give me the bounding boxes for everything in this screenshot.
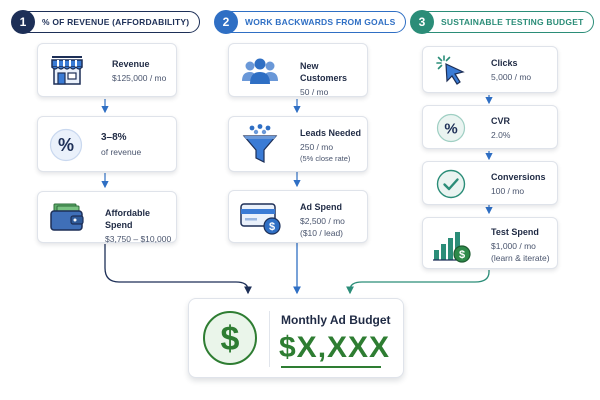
card-title: Test Spend [491, 227, 539, 237]
percent-icon: % [436, 113, 466, 143]
storefront-icon [51, 56, 83, 85]
card-value: 100 / mo [491, 186, 525, 196]
card-value: 5,000 / mo [491, 72, 532, 82]
card-affordable-spend: Affordable Spend $3,750 – $10,000 [37, 191, 177, 244]
card-value: $3,750 – $10,000 [105, 234, 172, 244]
card-value: $2,500 / mo [300, 216, 345, 226]
card-value: 2.0% [491, 130, 511, 140]
card-title: CVR [491, 116, 511, 126]
svg-text:%: % [444, 121, 457, 138]
card-value: 50 / mo [300, 87, 329, 97]
wallet-icon [50, 203, 84, 231]
connector-c3-final [346, 270, 490, 295]
card-value: of revenue [101, 147, 142, 157]
column-heading: WORK BACKWARDS FROM GOALS [245, 17, 396, 27]
svg-text:$: $ [221, 320, 240, 358]
result-underline [281, 366, 381, 368]
card-value: $1,000 / mo [491, 241, 536, 251]
svg-text:$: $ [269, 221, 275, 233]
card-title: 3–8% [101, 132, 127, 143]
bar-chart-icon: $ [433, 232, 471, 263]
card-title: Affordable Spend [105, 208, 150, 230]
percent-icon: % [49, 128, 83, 162]
credit-card-icon: $ [240, 203, 281, 235]
column-heading: SUSTAINABLE TESTING BUDGET [441, 17, 584, 27]
column-heading: % OF REVENUE (AFFORDABILITY) [42, 17, 190, 27]
svg-text:$: $ [459, 249, 465, 261]
column-header-3: 3 SUSTAINABLE TESTING BUDGET [410, 10, 595, 34]
divider [269, 311, 270, 367]
card-new-customers: New Customers 50 / mo [228, 43, 368, 97]
step-number: 3 [410, 10, 434, 34]
card-cvr: % CVR 2.0% [422, 105, 558, 149]
cursor-click-icon [436, 55, 465, 85]
step-number: 2 [214, 10, 238, 34]
result-title: Monthly Ad Budget [281, 313, 391, 327]
dollar-icon: $ [203, 311, 257, 365]
card-title: Leads Needed [300, 128, 362, 138]
card-revenue: Revenue $125,000 / mo [37, 43, 177, 97]
connector-c1-final [104, 244, 252, 295]
step-number: 1 [11, 10, 35, 34]
people-icon [242, 58, 278, 84]
card-value: $125,000 / mo [112, 73, 167, 83]
card-title: Clicks [491, 58, 518, 68]
result-value: $X,XXX [279, 331, 391, 364]
monthly-ad-budget-card: $ Monthly Ad Budget $X,XXX [188, 298, 404, 378]
card-test-spend: $ Test Spend $1,000 / mo (learn & iterat… [422, 217, 558, 269]
card-note: (learn & iterate) [491, 253, 550, 263]
svg-text:%: % [58, 135, 74, 155]
card-percent-of-revenue: % 3–8% of revenue [37, 116, 177, 172]
card-note: (5% close rate) [300, 154, 351, 163]
card-ad-spend: $ Ad Spend $2,500 / mo ($10 / lead) [228, 190, 368, 243]
card-title: New Customers [300, 61, 348, 83]
card-title: Ad Spend [300, 202, 342, 212]
card-leads-needed: Leads Needed 250 / mo (5% close rate) [228, 116, 368, 172]
card-value: 250 / mo [300, 142, 334, 152]
card-title: Conversions [491, 172, 546, 182]
card-conversions: Conversions 100 / mo [422, 161, 558, 205]
column-header-1: 1 % OF REVENUE (AFFORDABILITY) [11, 10, 201, 34]
checkmark-icon [436, 169, 466, 199]
card-title: Revenue [112, 59, 150, 69]
card-note: ($10 / lead) [300, 228, 343, 238]
card-clicks: Clicks 5,000 / mo [422, 46, 558, 93]
column-header-2: 2 WORK BACKWARDS FROM GOALS [214, 10, 407, 34]
funnel-icon [242, 124, 278, 163]
